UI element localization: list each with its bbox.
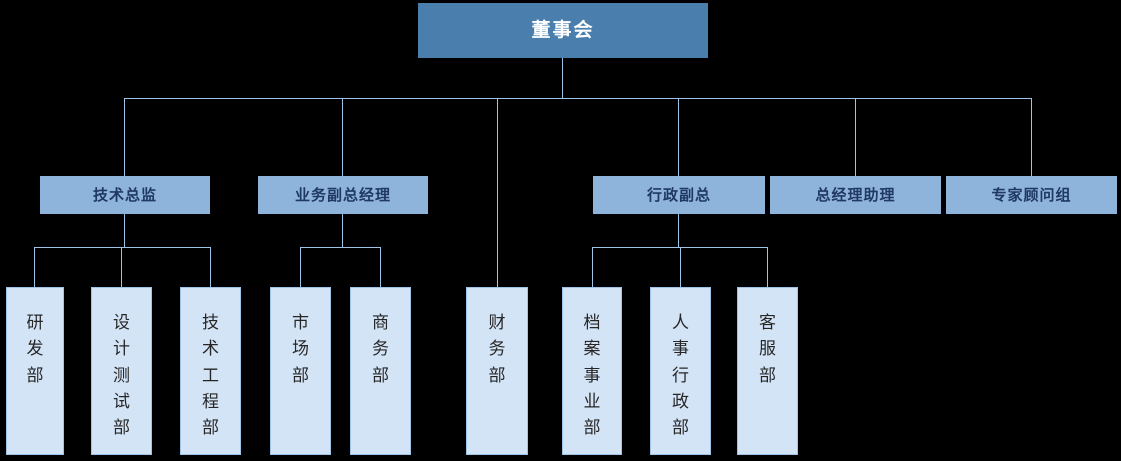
connector-bus-tech-director	[34, 247, 211, 248]
connector-drop-commerce-dept	[380, 247, 381, 287]
connector-stem-tech-director	[124, 214, 125, 247]
node-label: 专家顾问组	[991, 186, 1072, 204]
connector-bus-admin-vp	[592, 247, 767, 248]
connector-root-stem	[562, 58, 563, 99]
node-business-vp[interactable]: 业务副总经理	[258, 176, 428, 214]
connector-drop-gm-assistant	[855, 98, 856, 176]
node-label: 总经理助理	[815, 186, 896, 204]
node-gm-assistant[interactable]: 总经理助理	[770, 176, 941, 214]
connector-drop-finance-dept	[497, 98, 498, 287]
connector-drop-design-test-dept	[121, 247, 122, 287]
node-label: 档案事业部	[583, 313, 601, 439]
node-hr-admin-dept[interactable]: 人事行政部	[650, 287, 711, 455]
node-rnd-dept[interactable]: 研发部	[6, 287, 64, 455]
node-label: 客服部	[759, 313, 776, 386]
node-label: 财务部	[488, 313, 506, 386]
connector-drop-business-vp	[342, 98, 343, 176]
node-commerce-dept[interactable]: 商务部	[350, 287, 411, 455]
connector-drop-rnd-dept	[34, 247, 35, 287]
node-marketing-dept[interactable]: 市场部	[270, 287, 331, 455]
node-archives-division[interactable]: 档案事业部	[562, 287, 622, 455]
connector-drop-archives-division	[592, 247, 593, 287]
node-customer-service-dept[interactable]: 客服部	[737, 287, 798, 455]
node-tech-engineering-dept[interactable]: 技术工程部	[180, 287, 241, 455]
connector-drop-customer-service-dept	[767, 247, 768, 287]
node-label: 技术工程部	[202, 313, 219, 439]
node-admin-vp[interactable]: 行政副总	[593, 176, 765, 214]
connector-drop-hr-admin-dept	[680, 247, 681, 287]
node-label: 技术总监	[92, 186, 157, 204]
connector-bus-business-vp	[300, 247, 381, 248]
node-label: 业务副总经理	[294, 186, 391, 204]
node-label: 设计测试部	[113, 313, 130, 439]
node-finance-dept[interactable]: 财务部	[466, 287, 528, 455]
node-label: 研发部	[26, 313, 44, 386]
connector-stem-admin-vp	[678, 214, 679, 247]
node-board-of-directors[interactable]: 董事会	[418, 3, 708, 58]
connector-drop-tech-director	[124, 98, 125, 176]
node-tech-director[interactable]: 技术总监	[40, 176, 210, 214]
connector-drop-marketing-dept	[300, 247, 301, 287]
connector-stem-business-vp	[342, 214, 343, 247]
connector-top-bus	[124, 98, 1032, 99]
connector-drop-tech-engineering-dept	[210, 247, 211, 287]
node-label: 人事行政部	[672, 313, 689, 439]
node-design-test-dept[interactable]: 设计测试部	[91, 287, 152, 455]
node-label: 行政副总	[646, 186, 711, 204]
node-label: 市场部	[292, 313, 309, 386]
connector-drop-admin-vp	[678, 98, 679, 176]
connector-drop-expert-group	[1031, 98, 1032, 176]
node-label: 商务部	[372, 313, 389, 386]
node-expert-advisory-group[interactable]: 专家顾问组	[946, 176, 1117, 214]
node-label: 董事会	[531, 19, 595, 42]
